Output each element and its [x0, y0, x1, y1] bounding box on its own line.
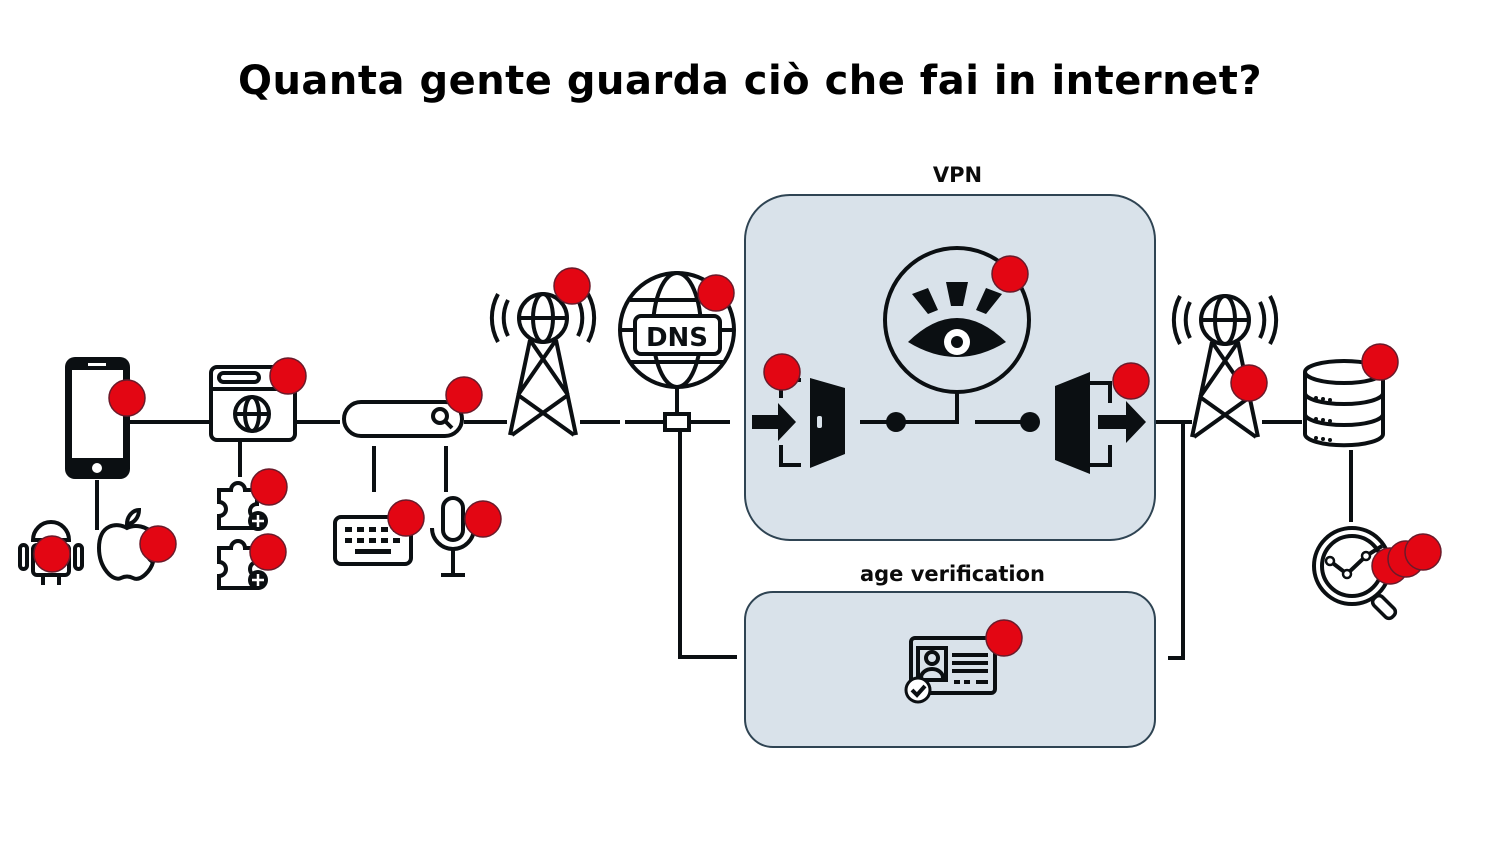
surveillance-eye-icon — [860, 246, 1040, 432]
id-card-verification-icon — [904, 636, 997, 704]
tracker-marker — [1230, 364, 1268, 402]
vpn-exit-door-icon — [1055, 372, 1146, 474]
extension-puzzle-icon — [217, 539, 268, 590]
tracker-marker — [991, 255, 1029, 293]
keyboard-icon — [333, 515, 413, 566]
tracker-marker — [445, 376, 483, 414]
tracker-marker — [985, 619, 1023, 657]
tracker-marker — [139, 525, 177, 563]
tracker-marker — [249, 533, 287, 571]
age-verification-label: age verification — [859, 562, 1046, 586]
connector-lines — [95, 420, 1353, 660]
smartphone-icon — [65, 357, 130, 479]
tracker-marker — [1112, 362, 1150, 400]
database-server-icon — [1303, 359, 1385, 448]
vpn-label: VPN — [932, 163, 983, 187]
dns-label: DNS — [646, 323, 708, 353]
age-verification-box — [744, 591, 1156, 748]
tracker-marker — [464, 500, 502, 538]
browser-window-icon — [209, 365, 297, 442]
vpn-entry-door-icon — [752, 378, 845, 468]
tracker-marker — [1361, 343, 1399, 381]
tracker-marker — [387, 499, 425, 537]
tracker-marker — [697, 274, 735, 312]
tracker-markers — [33, 255, 1442, 657]
page-title: Quanta gente guarda ciò che fai in inter… — [237, 58, 1263, 104]
tracker-marker — [33, 535, 71, 573]
tracker-marker — [108, 379, 146, 417]
search-bar-icon — [342, 400, 464, 438]
tracker-marker — [553, 267, 591, 305]
extension-puzzle-icon — [217, 481, 268, 531]
tracker-marker — [250, 468, 288, 506]
tracker-marker — [269, 357, 307, 395]
tracker-marker — [763, 353, 801, 391]
vpn-box — [744, 194, 1156, 541]
cell-tower-icon — [489, 292, 597, 437]
microphone-icon — [430, 496, 476, 577]
tracker-marker — [1404, 533, 1442, 571]
cell-tower-icon — [1171, 294, 1279, 439]
